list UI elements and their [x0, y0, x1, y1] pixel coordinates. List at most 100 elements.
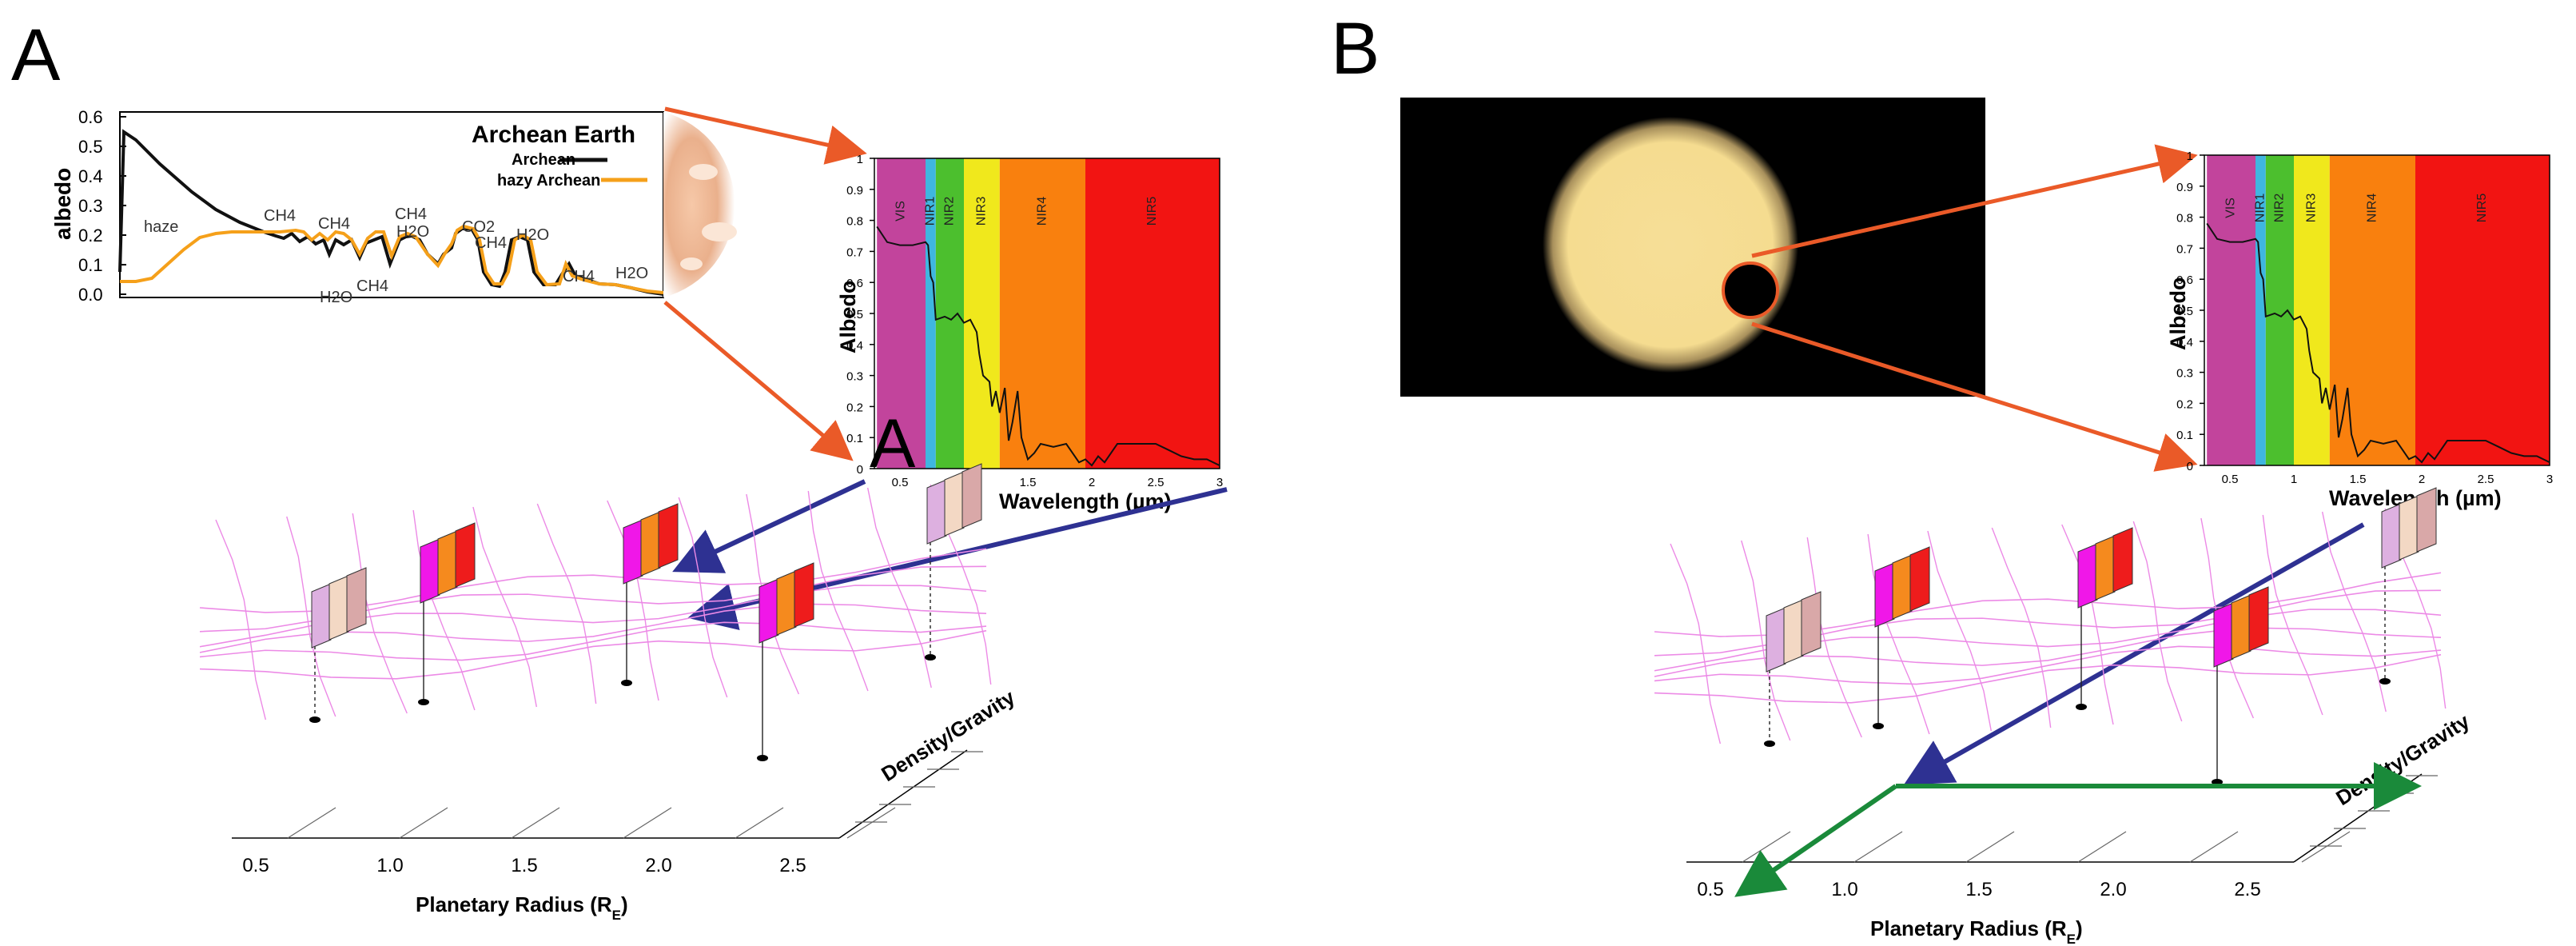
filter-flag-panel: [1892, 554, 1913, 620]
hazy-archean-spectrum-line: [120, 224, 664, 294]
grid-point-marker: [2076, 704, 2087, 710]
filter-ytick-label: 0: [2187, 460, 2193, 473]
filter-band-label: NIR2: [2272, 194, 2286, 223]
archean-ytick-label: 0.1: [78, 255, 103, 275]
grid-xlabel: Planetary Radius (RE): [1870, 916, 2083, 946]
filter-band-label: NIR3: [2304, 194, 2318, 223]
filter-flag-panel: [758, 578, 779, 644]
grid-point-marker: [1873, 723, 1884, 729]
green-arrow-radius: [1734, 784, 1897, 897]
filter-xtick-label: 0.5: [892, 476, 909, 489]
molecule-label: CH4: [395, 206, 427, 223]
filter-chart-ylabel: Albedo: [2166, 277, 2190, 351]
grid-xtick-label: 2.0: [645, 855, 671, 876]
grid-point-marker: [309, 716, 321, 723]
grid-xlabel-subscript: E: [612, 908, 621, 923]
filter-band-label: NIR2: [942, 197, 956, 226]
grid-xtick-label: 1.0: [376, 855, 403, 876]
grid-xtick-label: 0.5: [1697, 879, 1723, 900]
molecule-label: CO2: [462, 218, 495, 236]
archean-ytick-label: 0.4: [78, 166, 103, 186]
molecule-label: H2O: [320, 289, 352, 306]
grid-base-tick: [2301, 831, 2351, 863]
grid-xlabel-text: Planetary Radius (R: [416, 892, 612, 916]
archean-ytick-label: 0.0: [78, 285, 103, 305]
filter-ytick-label: 0.9: [2176, 181, 2193, 194]
filter-band-nir5: [1085, 158, 1220, 469]
filter-ytick-label: 1: [857, 153, 863, 166]
archean-spectrum-chart: albedo 0.60.50.40.30.20.10.0 Archean Ear…: [50, 107, 737, 306]
grid-zlabel: Density/Gravity: [877, 685, 1019, 786]
grid-point-marker: [925, 654, 936, 661]
filter-ytick-label: 0.4: [2176, 336, 2193, 349]
filter-band-label: NIR4: [2365, 194, 2379, 223]
filter-band-label: NIR1: [923, 197, 937, 226]
molecule-label: CH4: [318, 215, 350, 233]
grid-mesh-line: [1991, 527, 2052, 728]
filter-ytick-label: 0.7: [846, 245, 863, 259]
filter-band-label: VIS: [894, 201, 908, 222]
filter-band-label: NIR1: [2253, 194, 2267, 223]
filter-flag-panel: [944, 471, 965, 537]
grid-mesh-line: [1654, 645, 2442, 685]
filter-ytick-label: 0.7: [2176, 242, 2193, 256]
grid-xlabel-close: ): [621, 892, 628, 916]
filter-xtick-label: 2.5: [2478, 473, 2494, 486]
filter-ytick-label: 0.5: [846, 308, 863, 321]
filter-flag-panel: [640, 511, 661, 577]
planet-cloud: [689, 164, 718, 180]
grid-base-tick: [735, 807, 784, 839]
archean-chart-title: Archean Earth: [472, 122, 635, 148]
blue-arrow-to-grid-b: [1903, 522, 2365, 785]
orange-arrow-bottom: [663, 301, 854, 461]
filter-chart-ylabel: Albedo: [836, 281, 860, 354]
filter-band-label: VIS: [2224, 198, 2238, 218]
filter-band-label: NIR3: [974, 197, 988, 226]
filter-flag-panel: [2213, 602, 2234, 668]
grid-point-marker: [2379, 678, 2391, 685]
filter-flag-panel: [1909, 546, 1930, 612]
filter-flag-panel: [2112, 527, 2133, 593]
grid-mesh-line: [412, 509, 476, 711]
grid-zlabel: Density/Gravity: [2331, 709, 2474, 810]
filter-band-nir3: [2294, 155, 2330, 465]
grid-mesh-line: [2262, 514, 2323, 716]
grid-mesh-line: [2061, 524, 2114, 725]
filter-ytick-label: 1: [2187, 150, 2193, 163]
filter-xtick-label: 1.5: [1020, 476, 1037, 489]
grid-mesh-line: [536, 503, 597, 705]
archean-ytick-label: 0.2: [78, 226, 103, 245]
grid-base-tick: [623, 807, 672, 839]
molecule-label: CH4: [356, 277, 388, 295]
molecule-label: haze: [144, 218, 178, 236]
archean-ytick-label: 0.3: [78, 196, 103, 216]
filter-ytick-label: 0.2: [2176, 397, 2193, 411]
grid-mesh-line: [807, 490, 869, 692]
panel-a-letter: A: [11, 14, 61, 96]
orange-arrow-bottom-b: [1751, 321, 2198, 472]
orange-arrow-top: [664, 106, 867, 165]
filter-band-nir2: [2265, 155, 2294, 465]
grid-mesh-line: [1927, 530, 1992, 732]
molecule-label: CH4: [475, 234, 507, 252]
grid-xtick-label: 1.5: [1965, 879, 1992, 900]
albedo-curve: [2206, 222, 2550, 464]
filter-ytick-label: 0.8: [2176, 212, 2193, 226]
filter-ytick-label: 0.3: [2176, 367, 2193, 381]
filter-flag-panel: [328, 575, 349, 641]
filter-ytick-label: 0.8: [846, 215, 863, 229]
filter-band-nir1: [2255, 155, 2266, 465]
filter-flag-panel: [1766, 607, 1786, 673]
filter-flag-panel: [420, 538, 440, 604]
filter-band-nir2: [935, 158, 964, 469]
filter-flag-panel: [776, 570, 797, 636]
filter-xtick-label: 0.5: [2222, 473, 2239, 486]
filter-flag-panel: [311, 583, 332, 649]
grid-mesh-line: [607, 500, 659, 701]
grid-xtick-label: 2.5: [779, 855, 806, 876]
grid-xlabel: Planetary Radius (RE): [416, 892, 628, 923]
grid-mesh-line: [1670, 543, 1722, 744]
